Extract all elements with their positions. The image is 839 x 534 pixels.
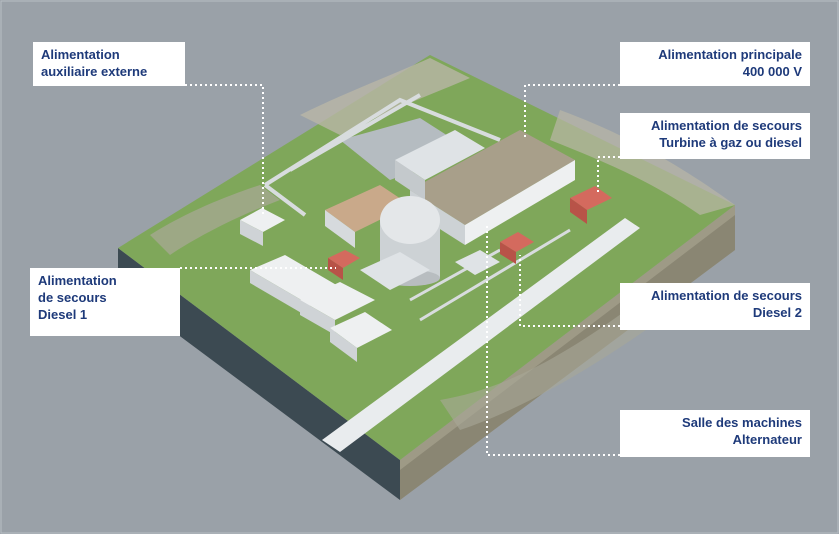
site-paths (263, 93, 501, 217)
leader-main (524, 84, 620, 140)
lower-building-a-front (250, 270, 310, 318)
label-line: Salle des machines (682, 415, 802, 430)
site-pad (340, 118, 470, 180)
rock-patch-left (150, 185, 280, 255)
machinery-block-front (395, 160, 425, 200)
label-line: auxiliaire externe (41, 64, 148, 79)
leader-aux (185, 84, 264, 215)
machinery-block-top (395, 130, 485, 180)
label-backup-turbine: Alimentation de secours Turbine à gaz ou… (620, 113, 810, 159)
label-line: 400 000 V (742, 64, 802, 79)
label-line: Alimentation principale (658, 47, 802, 62)
label-backup-diesel2: Alimentation de secours Diesel 2 (620, 283, 810, 330)
turbine-hall-roof (410, 130, 575, 225)
rock-patch-right (550, 110, 735, 215)
label-main-supply: Alimentation principale 400 000 V (620, 42, 810, 86)
lower-building-c-front (330, 328, 357, 362)
label-turbine-hall: Salle des machines Alternateur (620, 410, 810, 457)
pump-house-top (455, 250, 500, 275)
diesel1-roof (328, 250, 360, 268)
label-line: Diesel 1 (38, 307, 88, 322)
label-line: Alimentation de secours (651, 288, 802, 303)
reactor-dome (380, 196, 440, 244)
lower-building-b-roof (300, 282, 375, 320)
label-line: Diesel 2 (752, 305, 802, 320)
leader-turbine (597, 156, 620, 195)
label-auxiliary-external: Alimentation auxiliaire externe (33, 42, 185, 86)
rock-patch-top (300, 58, 470, 135)
label-line: de secours (38, 290, 107, 305)
turbine-backup-roof (570, 186, 612, 210)
turbine-hall-side (465, 160, 575, 245)
label-line: Turbine à gaz ou diesel (659, 135, 802, 150)
label-line: Alimentation (41, 47, 120, 62)
lower-building-c-roof (330, 312, 392, 348)
label-line: Alimentation de secours (651, 118, 802, 133)
annex-front (325, 210, 355, 248)
rock-patch-bottom (440, 300, 660, 430)
label-backup-diesel1: Alimentation de secours Diesel 1 (30, 268, 180, 336)
annex-roof (325, 185, 410, 232)
aux-building-front (240, 220, 263, 246)
leader-lines (180, 84, 620, 456)
leader-machines (486, 225, 620, 456)
leader-diesel2 (519, 255, 620, 327)
diesel2-roof (500, 232, 534, 252)
label-line: Alternateur (732, 432, 802, 447)
label-line: Alimentation (38, 273, 117, 288)
aux-building-roof (240, 208, 285, 232)
turbine-backup-front (570, 198, 587, 224)
road (322, 218, 640, 452)
lower-building-b-front (300, 300, 335, 335)
diesel2-front (500, 242, 516, 264)
side-block-top (360, 252, 430, 290)
